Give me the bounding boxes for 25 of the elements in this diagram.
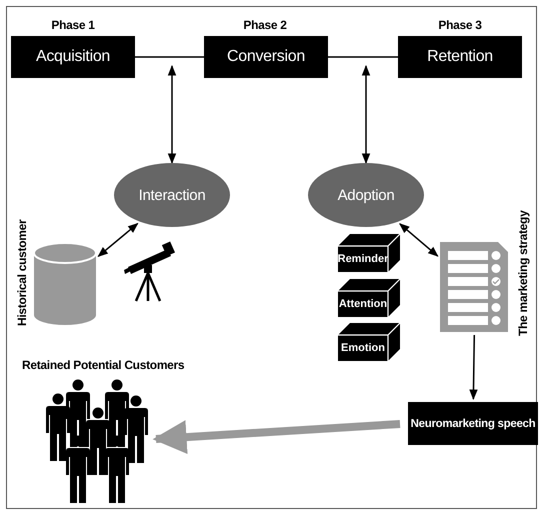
phase-label: Phase 2 (243, 18, 287, 32)
arrow (362, 64, 370, 164)
process-box: Neuromarketing speech (408, 402, 538, 445)
connector-line (328, 56, 398, 58)
arrow (168, 64, 176, 164)
cube-box: Reminder (338, 234, 400, 272)
vertical-caption: Historical customer (15, 220, 29, 326)
arrow (469, 334, 478, 400)
process-box: Conversion (204, 36, 328, 78)
cube-box: Attention (338, 279, 400, 317)
arrow (399, 223, 439, 257)
process-ellipse: Interaction (114, 163, 230, 227)
connector-line (135, 56, 204, 58)
checklist-document (440, 242, 508, 332)
database-cylinder (34, 243, 96, 325)
arrow (152, 420, 400, 454)
phase-label: Retained Potential Customers (22, 358, 184, 372)
process-box: Retention (398, 36, 522, 78)
vertical-caption: The marketing strategy (516, 210, 530, 336)
process-ellipse: Adoption (308, 163, 424, 227)
phase-label: Phase 3 (438, 18, 482, 32)
cube-box: Emotion (338, 323, 400, 361)
arrow (98, 222, 138, 257)
process-box: Acquisition (11, 36, 135, 78)
phase-label: Phase 1 (51, 18, 95, 32)
